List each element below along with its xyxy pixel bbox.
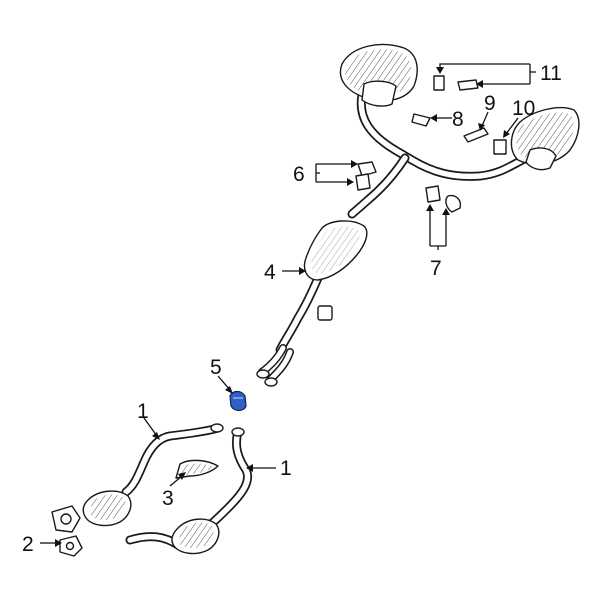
callout-11[interactable]: 11 xyxy=(540,62,562,85)
callout-labels: 1 1 2 3 4 5 6 7 8 9 10 11 xyxy=(22,62,562,556)
callout-4[interactable]: 4 xyxy=(264,261,276,284)
callout-2[interactable]: 2 xyxy=(22,533,34,556)
resonator xyxy=(303,220,368,321)
callout-8[interactable]: 8 xyxy=(452,108,464,131)
right-catalytic-converter xyxy=(171,518,220,555)
hangers-and-clamps xyxy=(210,75,507,437)
left-muffler xyxy=(339,43,418,107)
callout-1-left[interactable]: 1 xyxy=(137,400,149,423)
callout-10[interactable]: 10 xyxy=(512,97,535,120)
leader-lines xyxy=(40,63,536,547)
callout-1-right[interactable]: 1 xyxy=(280,457,292,480)
right-muffler xyxy=(510,106,580,171)
left-catalytic-converter xyxy=(82,490,132,527)
callout-5[interactable]: 5 xyxy=(210,356,222,379)
heat-shield xyxy=(175,459,219,479)
callout-3[interactable]: 3 xyxy=(162,487,174,510)
gasket-set xyxy=(51,505,83,557)
callout-9[interactable]: 9 xyxy=(484,92,496,115)
highlighted-clamp[interactable] xyxy=(229,390,247,412)
pipe-network xyxy=(121,90,535,550)
callout-6[interactable]: 6 xyxy=(293,163,305,186)
callout-7[interactable]: 7 xyxy=(430,257,442,280)
